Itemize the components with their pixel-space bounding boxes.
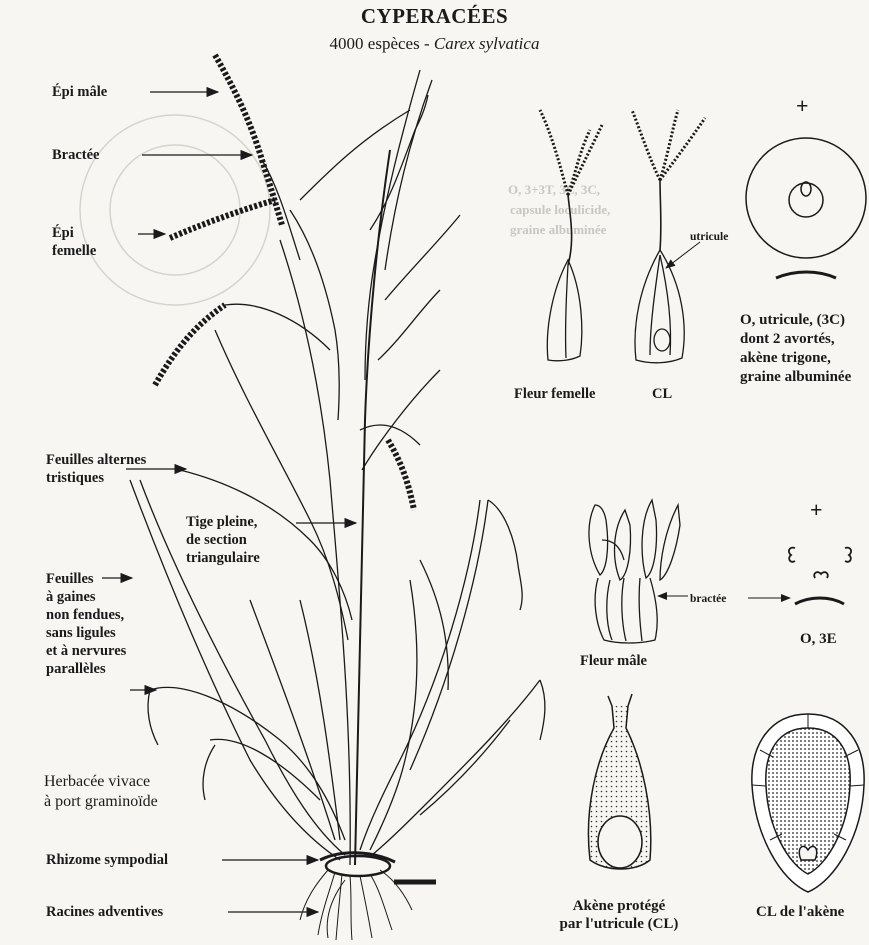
label-cl: CL bbox=[652, 385, 672, 403]
male-flower-drawing bbox=[589, 500, 688, 643]
label-epi-male: Épi mâle bbox=[52, 83, 107, 101]
label-herbacee: Herbacée vivaceà port graminoïde bbox=[44, 772, 158, 812]
label-formula-male: O, 3E bbox=[800, 630, 837, 648]
akene-section-drawing bbox=[752, 714, 864, 892]
plus-sign-mid: + bbox=[810, 500, 823, 520]
akene-drawing bbox=[588, 694, 650, 869]
label-utricule: utricule bbox=[690, 228, 728, 246]
label-tige: Tige pleine,de sectiontriangulaire bbox=[186, 513, 260, 567]
label-akene: Akène protégépar l'utricule (CL) bbox=[549, 897, 689, 933]
label-fleur-male: Fleur mâle bbox=[580, 652, 647, 670]
label-formula-female: O, utricule, (3C)dont 2 avortés,akène tr… bbox=[740, 311, 851, 387]
female-spike bbox=[170, 200, 275, 238]
species-name: Carex sylvatica bbox=[434, 34, 540, 53]
rhizome bbox=[326, 856, 390, 876]
female-spike-right bbox=[388, 440, 414, 510]
label-feuilles-alternes: Feuilles alternestristiques bbox=[46, 451, 146, 487]
label-fleur-femelle: Fleur femelle bbox=[514, 385, 595, 403]
female-spike-lower bbox=[155, 305, 225, 385]
label-racines: Racines adventives bbox=[46, 903, 163, 921]
page-title: CYPERACÉES bbox=[0, 4, 869, 29]
label-cl-akene: CL de l'akène bbox=[756, 903, 844, 921]
label-bractee: Bractée bbox=[52, 146, 100, 164]
label-epi-femelle: Épifemelle bbox=[52, 224, 96, 260]
male-spike bbox=[215, 55, 282, 225]
page-subtitle: 4000 espèces - Carex sylvatica bbox=[0, 34, 869, 54]
female-floral-diagram bbox=[746, 138, 866, 278]
plus-sign-top: + bbox=[796, 96, 809, 116]
carex-plant-drawing bbox=[130, 55, 545, 940]
male-floral-diagram bbox=[748, 548, 851, 604]
female-flower-drawing bbox=[540, 110, 602, 361]
label-rhizome: Rhizome sympodial bbox=[46, 851, 168, 869]
subtitle-prefix: 4000 espèces - bbox=[330, 34, 434, 53]
label-feuilles-gaines: Feuillesà gainesnon fendues,sans ligules… bbox=[46, 570, 126, 678]
label-bractee-small: bractée bbox=[690, 590, 726, 608]
